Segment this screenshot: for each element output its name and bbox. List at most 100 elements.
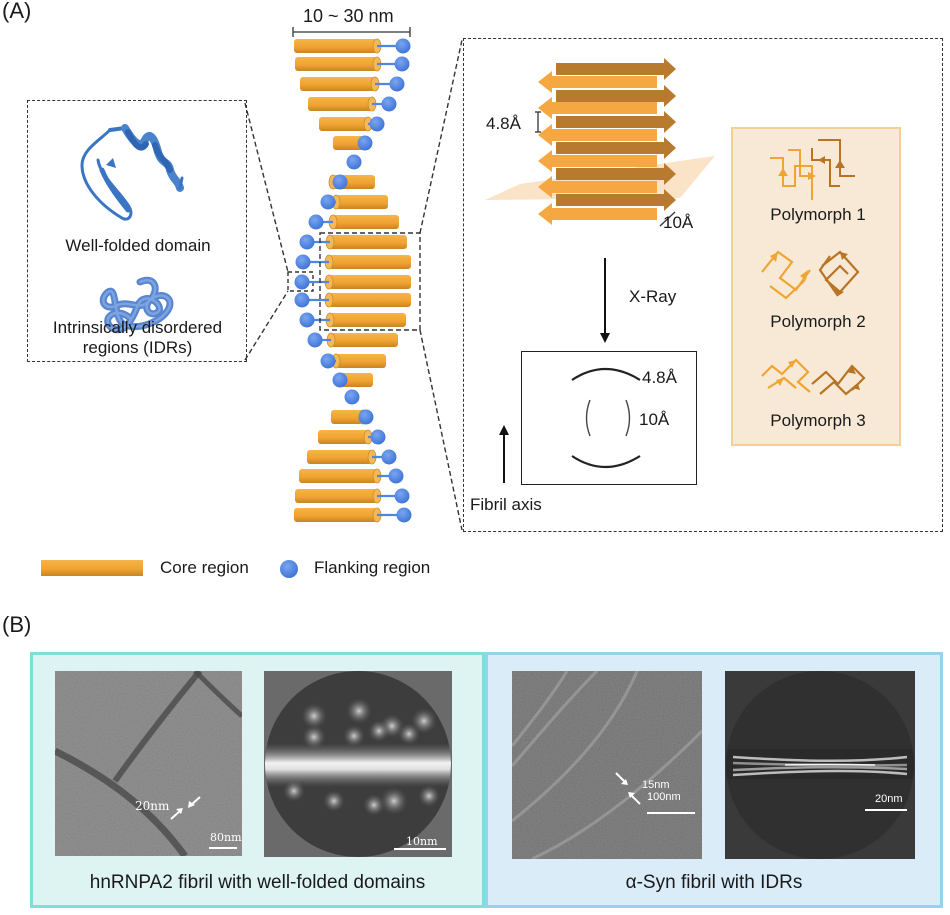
diffraction-meridional-label: 4.8Å <box>642 368 677 387</box>
fibril-layer <box>299 468 404 484</box>
fibril-layer <box>331 409 374 425</box>
idr-label-line2: regions (IDRs) <box>82 338 193 357</box>
flanking-ball <box>320 194 336 210</box>
beta-strand-forward <box>556 85 676 107</box>
fibril-layer <box>308 96 397 112</box>
fibril-layer <box>300 76 405 92</box>
flanking-ball <box>299 312 315 328</box>
fibril-layer <box>299 312 406 328</box>
beta-strand-reverse <box>538 124 657 146</box>
strand-spacing-label: 4.8Å <box>486 114 521 133</box>
core-cylinder <box>331 410 363 424</box>
fibril-layer <box>295 254 411 270</box>
fibril-layer <box>332 372 373 388</box>
core-cylinder <box>319 117 368 131</box>
fibril-axis-label: Fibril axis <box>470 495 542 514</box>
core-cylinder <box>340 373 373 387</box>
sheet-spacing-label: 10Å <box>663 213 694 232</box>
fibril-layer <box>308 214 399 230</box>
beta-strand-forward <box>556 163 676 185</box>
flanking-ball <box>381 449 397 465</box>
fibril-layer <box>307 449 397 465</box>
core-cylinder <box>333 215 399 229</box>
core-cylinder <box>331 333 398 347</box>
flanking-ball <box>357 135 373 151</box>
beta-strand-reverse <box>538 176 657 198</box>
flanking-ball <box>320 353 336 369</box>
flanking-ball <box>294 292 310 308</box>
fibril-layer <box>294 507 412 523</box>
beta-strand-forward <box>556 58 676 80</box>
polymorph-1-label: Polymorph 1 <box>770 205 866 224</box>
core-cylinder <box>300 77 375 91</box>
idr-label: Intrinsically disordered regions (IDRs) <box>30 318 245 358</box>
flanking-ball <box>358 409 374 425</box>
asyn-class-average: 20nm <box>725 671 915 859</box>
flanking-ball <box>395 38 411 54</box>
flanking-ball <box>369 116 385 132</box>
polymorph-2-label: Polymorph 2 <box>770 312 866 331</box>
panel-a-label: (A) <box>2 0 32 23</box>
polymorph-3-label: Polymorph 3 <box>770 411 866 430</box>
polymorph-box: Polymorph 1 Polymorph 2 Polymorph 3 <box>731 127 901 446</box>
fibril-layer <box>295 488 410 504</box>
hnrnpa2-micrograph: 20nm 80nm <box>55 671 242 856</box>
fibril-layer <box>320 194 388 210</box>
well-folded-label: Well-folded domain <box>65 236 211 255</box>
fibril-layer <box>320 353 386 369</box>
core-cylinder <box>318 430 368 444</box>
fibril-layer <box>318 429 386 445</box>
core-cylinder <box>329 255 411 269</box>
asyn-caption: α-Syn fibril with IDRs <box>625 872 803 893</box>
flanking-ball <box>370 429 386 445</box>
hnrnpa2-caption: hnRNPA2 fibril with well-folded domains <box>89 872 426 893</box>
asyn-micrograph-scalebar <box>647 812 695 814</box>
left-inset-box <box>27 100 247 362</box>
core-cylinder <box>295 489 377 503</box>
fibril-width-annotation: 10 ~ 30 nm <box>303 6 394 26</box>
hnrnpa2-micrograph-scale-label: 80nm <box>210 831 242 844</box>
fibril-layer <box>299 234 407 250</box>
flanking-legend-label: Flanking region <box>314 558 431 577</box>
flanking-ball <box>381 96 397 112</box>
flanking-ball <box>294 274 310 290</box>
hnrnpa2-class-average: 10nm <box>264 671 452 857</box>
fibril-layer <box>294 274 411 290</box>
flanking-ball <box>344 389 360 405</box>
fibril-layer <box>294 38 411 54</box>
fibril-layer <box>319 116 385 132</box>
core-legend-label: Core region <box>160 558 249 577</box>
core-cylinder <box>336 195 388 209</box>
hnrnpa2-panel: 20nm 80nm <box>30 652 485 908</box>
beta-strand-reverse <box>538 203 657 225</box>
hnrnpa2-micrograph-scalebar <box>209 847 237 849</box>
beta-strand-reverse <box>538 150 657 172</box>
fibril-layer <box>328 174 375 190</box>
core-cylinder <box>299 469 377 483</box>
core-cylinder <box>333 136 364 150</box>
core-cylinder <box>308 97 372 111</box>
flanking-ball <box>332 174 348 190</box>
core-cylinder <box>329 293 411 307</box>
flanking-ball <box>299 234 315 250</box>
beta-strand-reverse <box>538 97 657 119</box>
core-cylinder <box>329 275 411 289</box>
flanking-ball <box>307 332 323 348</box>
beta-strand-forward <box>556 111 676 133</box>
core-legend-swatch <box>41 560 143 576</box>
asyn-panel: 15nm 100nm 20nm α-Syn f <box>485 652 943 908</box>
panel-b-label: (B) <box>2 612 32 637</box>
polymorph-3-icon <box>761 358 866 396</box>
beta-strand-forward <box>556 189 676 211</box>
polymorph-2-icon <box>761 250 860 300</box>
